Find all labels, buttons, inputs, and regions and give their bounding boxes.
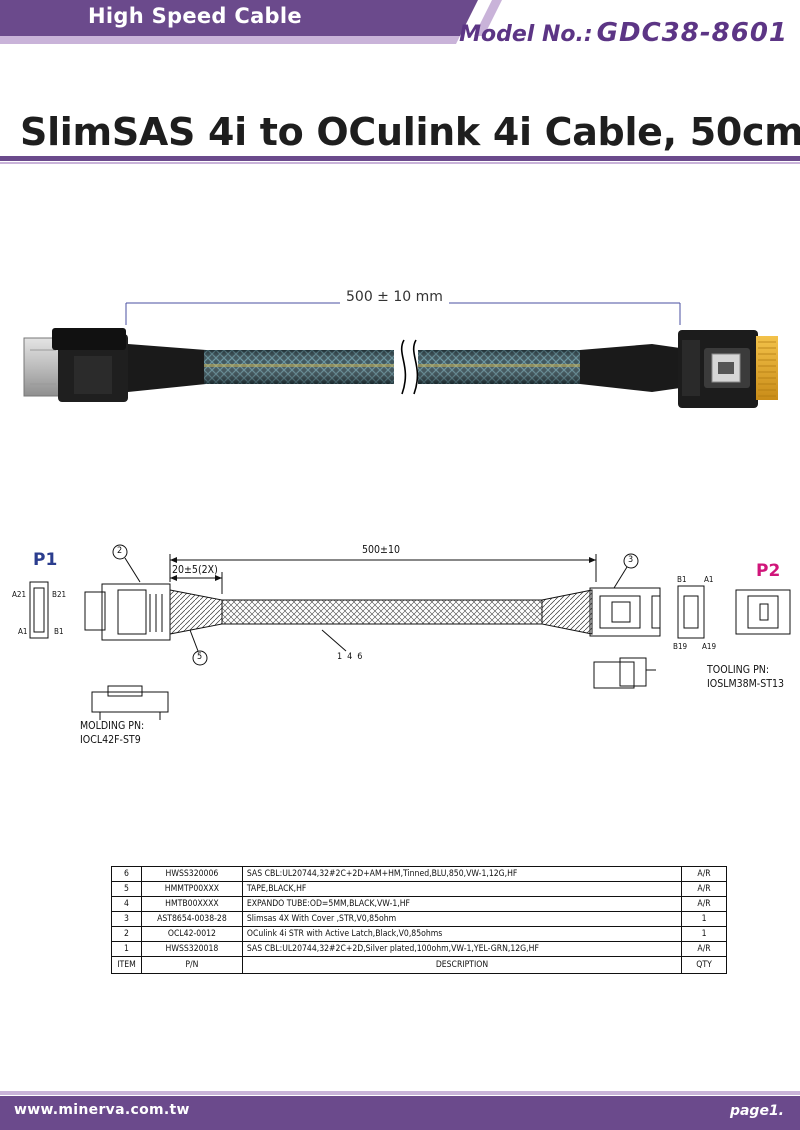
bom-pn: HMMTP00XXX bbox=[140, 881, 243, 897]
bom-pn: OCL42-0012 bbox=[140, 926, 243, 942]
bom-desc: OCulink 4i STR with Active Latch,Black,V… bbox=[241, 926, 683, 942]
tooling-label: TOOLING PN: bbox=[707, 664, 770, 676]
bom-pn: AST8654-0038-28 bbox=[140, 911, 243, 927]
footer-url[interactable]: www.minerva.com.tw bbox=[14, 1102, 190, 1118]
p1-label: P1 bbox=[33, 550, 58, 570]
bom-item: 4 bbox=[111, 896, 142, 912]
p2-pin-b1: B1 bbox=[677, 575, 687, 584]
bom-header-pn: P/N bbox=[140, 956, 243, 974]
header-band bbox=[0, 0, 502, 44]
bom-item: 3 bbox=[111, 911, 142, 927]
bom-header-qty: QTY bbox=[681, 956, 727, 974]
molding-label: MOLDING PN: bbox=[80, 720, 145, 732]
length-dimension: 500 ± 10 mm bbox=[340, 289, 449, 305]
p1-pin-a21: A21 bbox=[12, 590, 27, 599]
bom-header-item: ITEM bbox=[111, 956, 142, 974]
title-rule bbox=[0, 156, 800, 164]
p2-pin-a1: A1 bbox=[704, 575, 714, 584]
p1-pin-b1: B1 bbox=[54, 627, 64, 636]
bom-desc: SAS CBL:UL20744,32#2C+2D+AM+HM,Tinned,BL… bbox=[241, 866, 683, 882]
p1-pin-b21: B21 bbox=[52, 590, 67, 599]
p1-pin-a1: A1 bbox=[18, 627, 28, 636]
p2-pin-b19: B19 bbox=[673, 642, 688, 651]
category-label: High Speed Cable bbox=[88, 4, 302, 28]
page-number: page1. bbox=[729, 1103, 784, 1119]
bom-desc: SAS CBL:UL20744,32#2C+2D,Silver plated,1… bbox=[241, 941, 683, 957]
bom-qty: 1 bbox=[681, 926, 727, 942]
bom-qty: A/R bbox=[681, 866, 727, 882]
model-value: GDC38-8601 bbox=[596, 18, 788, 48]
bom-item: 6 bbox=[111, 866, 142, 882]
p2-pin-a19: A19 bbox=[702, 642, 717, 651]
technical-drawing bbox=[29, 544, 791, 720]
tooling-pn: IOSLM38M-ST13 bbox=[707, 678, 784, 690]
model-label: Model No.: bbox=[459, 22, 593, 47]
bom-qty: A/R bbox=[681, 896, 727, 912]
breakout-length-dimension: 20±5(2X) bbox=[172, 564, 218, 576]
callout-2: 2 bbox=[117, 546, 123, 556]
bom-desc: Slimsas 4X With Cover ,STR,V0,85ohm bbox=[241, 911, 683, 927]
bom-header-desc: DESCRIPTION bbox=[241, 956, 683, 974]
bom-qty: A/R bbox=[681, 941, 727, 957]
p2-label: P2 bbox=[756, 561, 781, 581]
bom-qty: A/R bbox=[681, 881, 727, 897]
bom-pn: HWSS320006 bbox=[140, 866, 243, 882]
bom-pn: HMTB00XXXX bbox=[140, 896, 243, 912]
page-title: SlimSAS 4i to OCulink 4i Cable, 50cm bbox=[20, 110, 800, 154]
model-number: Model No.:GDC38-8601 bbox=[459, 18, 788, 48]
bom-item: 1 bbox=[111, 941, 142, 957]
callout-5: 5 bbox=[197, 652, 203, 662]
callout-146: 146 bbox=[337, 652, 368, 662]
cable-photo bbox=[23, 302, 778, 408]
bom-qty: 1 bbox=[681, 911, 727, 927]
bom-desc: TAPE,BLACK,HF bbox=[241, 881, 683, 897]
bom-pn: HWSS320018 bbox=[140, 941, 243, 957]
bom-desc: EXPANDO TUBE:OD=5MM,BLACK,VW-1,HF bbox=[241, 896, 683, 912]
bom-item: 2 bbox=[111, 926, 142, 942]
overall-length-dimension: 500±10 bbox=[362, 544, 400, 556]
molding-pn: IOCL42F-ST9 bbox=[80, 734, 141, 746]
footer-band bbox=[0, 1091, 800, 1130]
bom-item: 5 bbox=[111, 881, 142, 897]
callout-3: 3 bbox=[628, 555, 634, 565]
